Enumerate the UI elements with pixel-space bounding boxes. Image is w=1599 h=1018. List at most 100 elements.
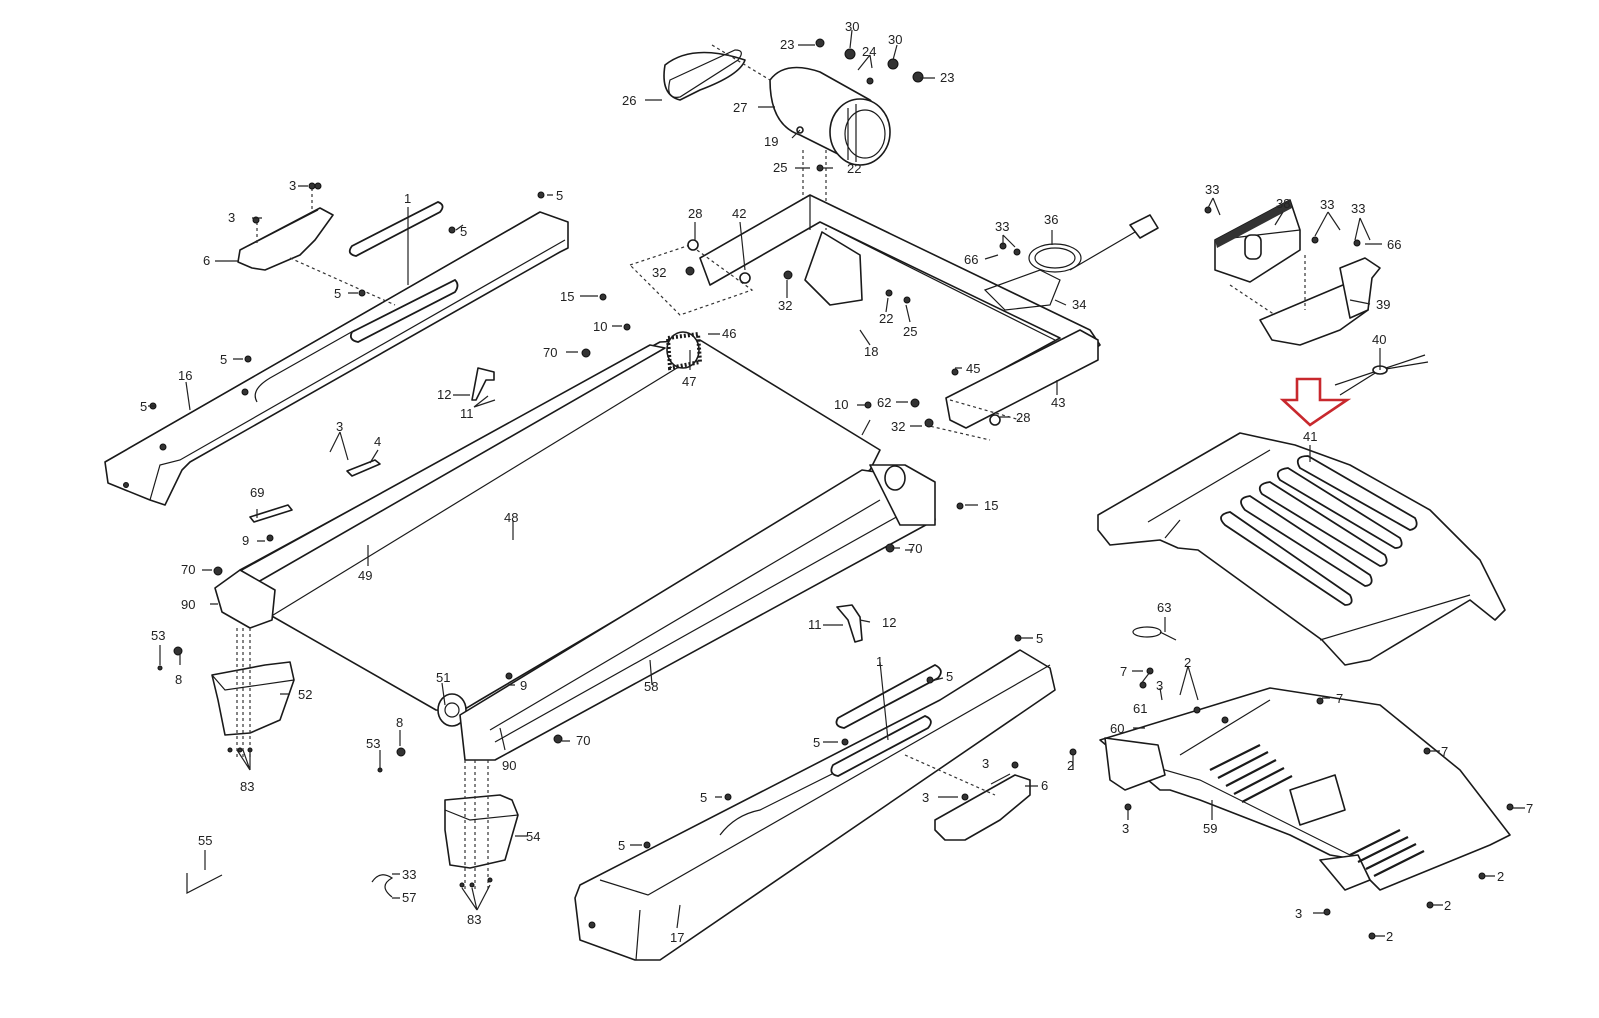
callout: 28 <box>688 206 702 221</box>
callout: 59 <box>1203 821 1217 836</box>
callout: 45 <box>966 361 980 376</box>
callout: 15 <box>560 289 574 304</box>
isolator-4 <box>346 459 381 477</box>
callout: 32 <box>652 265 666 280</box>
callout: 43 <box>1051 395 1065 410</box>
callout: 19 <box>764 134 778 149</box>
motor-belt-26 <box>668 49 742 98</box>
callout: 63 <box>1157 600 1171 615</box>
callout: 10 <box>834 397 848 412</box>
callout: 8 <box>175 672 182 687</box>
callout: 3 <box>289 178 296 193</box>
roller-guard-6-lower <box>904 754 1031 841</box>
callout: 6 <box>203 253 210 268</box>
callout: 7 <box>1441 744 1448 759</box>
callout: 27 <box>733 100 747 115</box>
callout: 18 <box>864 344 878 359</box>
callout: 15 <box>984 498 998 513</box>
callout: 22 <box>879 311 893 326</box>
callout: 5 <box>220 352 227 367</box>
callout: 5 <box>946 669 953 684</box>
callout: 66 <box>964 252 978 267</box>
callout: 4 <box>374 434 381 449</box>
callout: 7 <box>1120 664 1127 679</box>
callout: 32 <box>778 298 792 313</box>
label-69 <box>249 504 293 523</box>
callout: 60 <box>1110 721 1124 736</box>
callout: 5 <box>334 286 341 301</box>
callout: 16 <box>178 368 192 383</box>
front-roller-47 <box>665 331 703 371</box>
callout: 9 <box>520 678 527 693</box>
callout: 70 <box>908 541 922 556</box>
callout: 8 <box>396 715 403 730</box>
leader-lines <box>148 29 1525 937</box>
callout: 3 <box>228 210 235 225</box>
callout: 90 <box>502 758 516 773</box>
rear-foot-54 <box>444 760 519 890</box>
callout: 10 <box>593 319 607 334</box>
callout: 47 <box>682 374 696 389</box>
drive-motor-27 <box>663 44 891 230</box>
callout: 69 <box>250 485 264 500</box>
callout: 54 <box>526 829 540 844</box>
callout: 33 <box>1320 197 1334 212</box>
callout: 3 <box>336 419 343 434</box>
callout-highlighted: 41 <box>1303 429 1317 444</box>
callout: 33 <box>995 219 1009 234</box>
callout: 25 <box>903 324 917 339</box>
callout: 5 <box>1036 631 1043 646</box>
callout: 62 <box>877 395 891 410</box>
callout: 11 <box>808 617 822 632</box>
callout: 26 <box>622 93 636 108</box>
callout: 83 <box>467 912 481 927</box>
callout: 17 <box>670 930 684 945</box>
callout: 28 <box>1016 410 1030 425</box>
wrench-55 <box>186 873 223 894</box>
callout: 3 <box>1122 821 1129 836</box>
callout: 38 <box>1276 196 1290 211</box>
callout: 32 <box>891 419 905 434</box>
controller-bracket-39 <box>1229 255 1381 346</box>
callout: 23 <box>940 70 954 85</box>
callout: 2 <box>1386 929 1393 944</box>
callout: 42 <box>732 206 746 221</box>
callout: 12 <box>437 387 451 402</box>
callout: 30 <box>845 19 859 34</box>
callout: 12 <box>882 615 896 630</box>
callout: 5 <box>460 224 467 239</box>
callout: 6 <box>1041 778 1048 793</box>
callout: 2 <box>1184 655 1191 670</box>
callout: 2 <box>1444 898 1451 913</box>
callout: 46 <box>722 326 736 341</box>
rear-foot-52 <box>211 628 295 758</box>
callout: 5 <box>813 735 820 750</box>
callout: 22 <box>847 161 861 176</box>
right-side-rail-17 <box>574 649 1056 961</box>
callout: 1 <box>876 654 883 669</box>
rear-endcap-90-left <box>214 569 276 629</box>
callout: 53 <box>151 628 165 643</box>
callout: 55 <box>198 833 212 848</box>
callout: 3 <box>922 790 929 805</box>
callout: 51 <box>436 670 450 685</box>
cable-63 <box>1132 626 1177 641</box>
deck-bracket-12-upper <box>471 367 495 401</box>
callout: 66 <box>1387 237 1401 252</box>
callout: 25 <box>773 160 787 175</box>
roller-guard-6-upper <box>237 182 396 306</box>
callout: 40 <box>1372 332 1386 347</box>
callout: 3 <box>1295 906 1302 921</box>
callout: 52 <box>298 687 312 702</box>
callout: 11 <box>460 406 474 421</box>
callout: 5 <box>140 399 147 414</box>
callout: 2 <box>1067 758 1074 773</box>
callout: 30 <box>888 32 902 47</box>
callout: 58 <box>644 679 658 694</box>
callout: 1 <box>404 191 411 206</box>
callout: 5 <box>556 188 563 203</box>
fasteners <box>149 38 1514 940</box>
callout: 5 <box>700 790 707 805</box>
highlight-arrow <box>1279 377 1352 427</box>
